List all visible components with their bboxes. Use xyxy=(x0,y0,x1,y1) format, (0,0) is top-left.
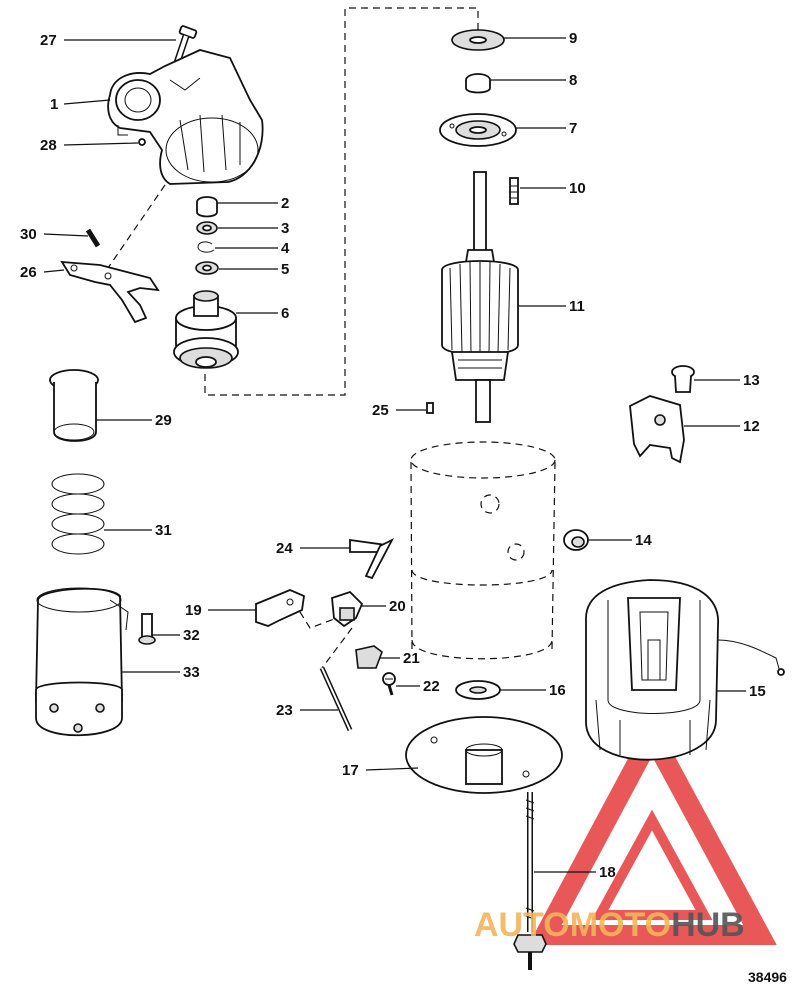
part-24-brush-spring xyxy=(349,537,395,580)
part-20-brush-holder xyxy=(331,590,364,628)
callout-26: 26 xyxy=(20,264,37,281)
callout-29: 29 xyxy=(155,412,172,429)
callout-16: 16 xyxy=(549,682,566,699)
part-13-screw xyxy=(671,365,695,393)
part-21-brush xyxy=(355,645,383,669)
part-16-washer xyxy=(455,680,501,700)
callout-22: 22 xyxy=(423,678,440,695)
callout-12: 12 xyxy=(743,418,760,435)
callout-5: 5 xyxy=(281,261,289,278)
callout-24: 24 xyxy=(276,540,293,557)
callout-13: 13 xyxy=(743,372,760,389)
part-31-spring xyxy=(51,473,105,555)
part-5-thrust-collar xyxy=(195,261,219,275)
part-14-insulator xyxy=(563,529,589,551)
callout-9: 9 xyxy=(569,30,577,47)
part-28-screw xyxy=(138,138,146,146)
callout-18: 18 xyxy=(599,864,616,881)
callout-21: 21 xyxy=(403,650,420,667)
watermark-part2: HUB xyxy=(671,906,745,944)
callout-11: 11 xyxy=(569,298,585,315)
callout-17: 17 xyxy=(342,762,359,779)
leader-lines xyxy=(43,37,746,873)
part-11-armature xyxy=(441,171,519,423)
part-7-brake-washer xyxy=(439,113,517,147)
callout-28: 28 xyxy=(40,137,57,154)
part-29-bushing xyxy=(49,369,99,442)
part-23-long-screw xyxy=(319,666,353,732)
callout-15: 15 xyxy=(749,683,766,700)
callout-2: 2 xyxy=(281,195,289,212)
callout-3: 3 xyxy=(281,220,289,237)
callout-23: 23 xyxy=(276,702,293,719)
callout-32: 32 xyxy=(183,627,200,644)
callout-1: 1 xyxy=(50,96,58,113)
part-22-screw xyxy=(382,672,396,696)
part-6-drive-assembly xyxy=(173,290,239,369)
part-10-screw xyxy=(509,177,519,205)
part-26-shift-lever xyxy=(60,260,160,324)
part-8-bushing xyxy=(465,73,491,94)
watermark-brand: AUTOMOTOHUB xyxy=(474,906,745,944)
part-1-drive-housing xyxy=(107,49,264,185)
part-30-pin xyxy=(85,228,101,248)
part-4-snap-ring xyxy=(197,241,215,253)
part-33-solenoid xyxy=(35,587,129,737)
part-9-washer xyxy=(451,29,505,51)
callout-10: 10 xyxy=(569,180,586,197)
part-32-screw xyxy=(138,613,156,645)
part-19-brush-holder xyxy=(255,589,305,627)
part-3-collar xyxy=(196,221,218,235)
part-25-pin xyxy=(426,402,434,414)
watermark-logo xyxy=(528,713,777,945)
watermark-part1: AUTOMOTO xyxy=(474,906,671,944)
callout-20: 20 xyxy=(389,598,406,615)
callout-33: 33 xyxy=(183,664,200,681)
callout-6: 6 xyxy=(281,305,289,322)
assembly-lines xyxy=(107,7,479,669)
figure-number: 38496 xyxy=(748,969,787,985)
callout-labels: 27 1 28 30 26 2 3 4 5 6 9 8 7 10 11 25 1… xyxy=(20,30,766,881)
callout-7: 7 xyxy=(569,120,577,137)
callout-31: 31 xyxy=(155,522,172,539)
part-15-field-frame xyxy=(585,579,785,761)
part-18-through-bolt xyxy=(513,792,547,970)
callout-14: 14 xyxy=(635,532,652,549)
callout-8: 8 xyxy=(569,72,577,89)
callout-27: 27 xyxy=(40,32,57,49)
watermark-text: AUTOMOTOHUB xyxy=(474,906,745,944)
part-2-sleeve xyxy=(196,196,218,218)
part-17-end-cap xyxy=(405,716,563,794)
callout-19: 19 xyxy=(185,602,202,619)
field-frame-phantom xyxy=(410,441,556,660)
callout-4: 4 xyxy=(281,240,290,257)
part-12-bracket xyxy=(629,395,685,464)
callout-30: 30 xyxy=(20,226,37,243)
callout-25: 25 xyxy=(372,402,389,419)
